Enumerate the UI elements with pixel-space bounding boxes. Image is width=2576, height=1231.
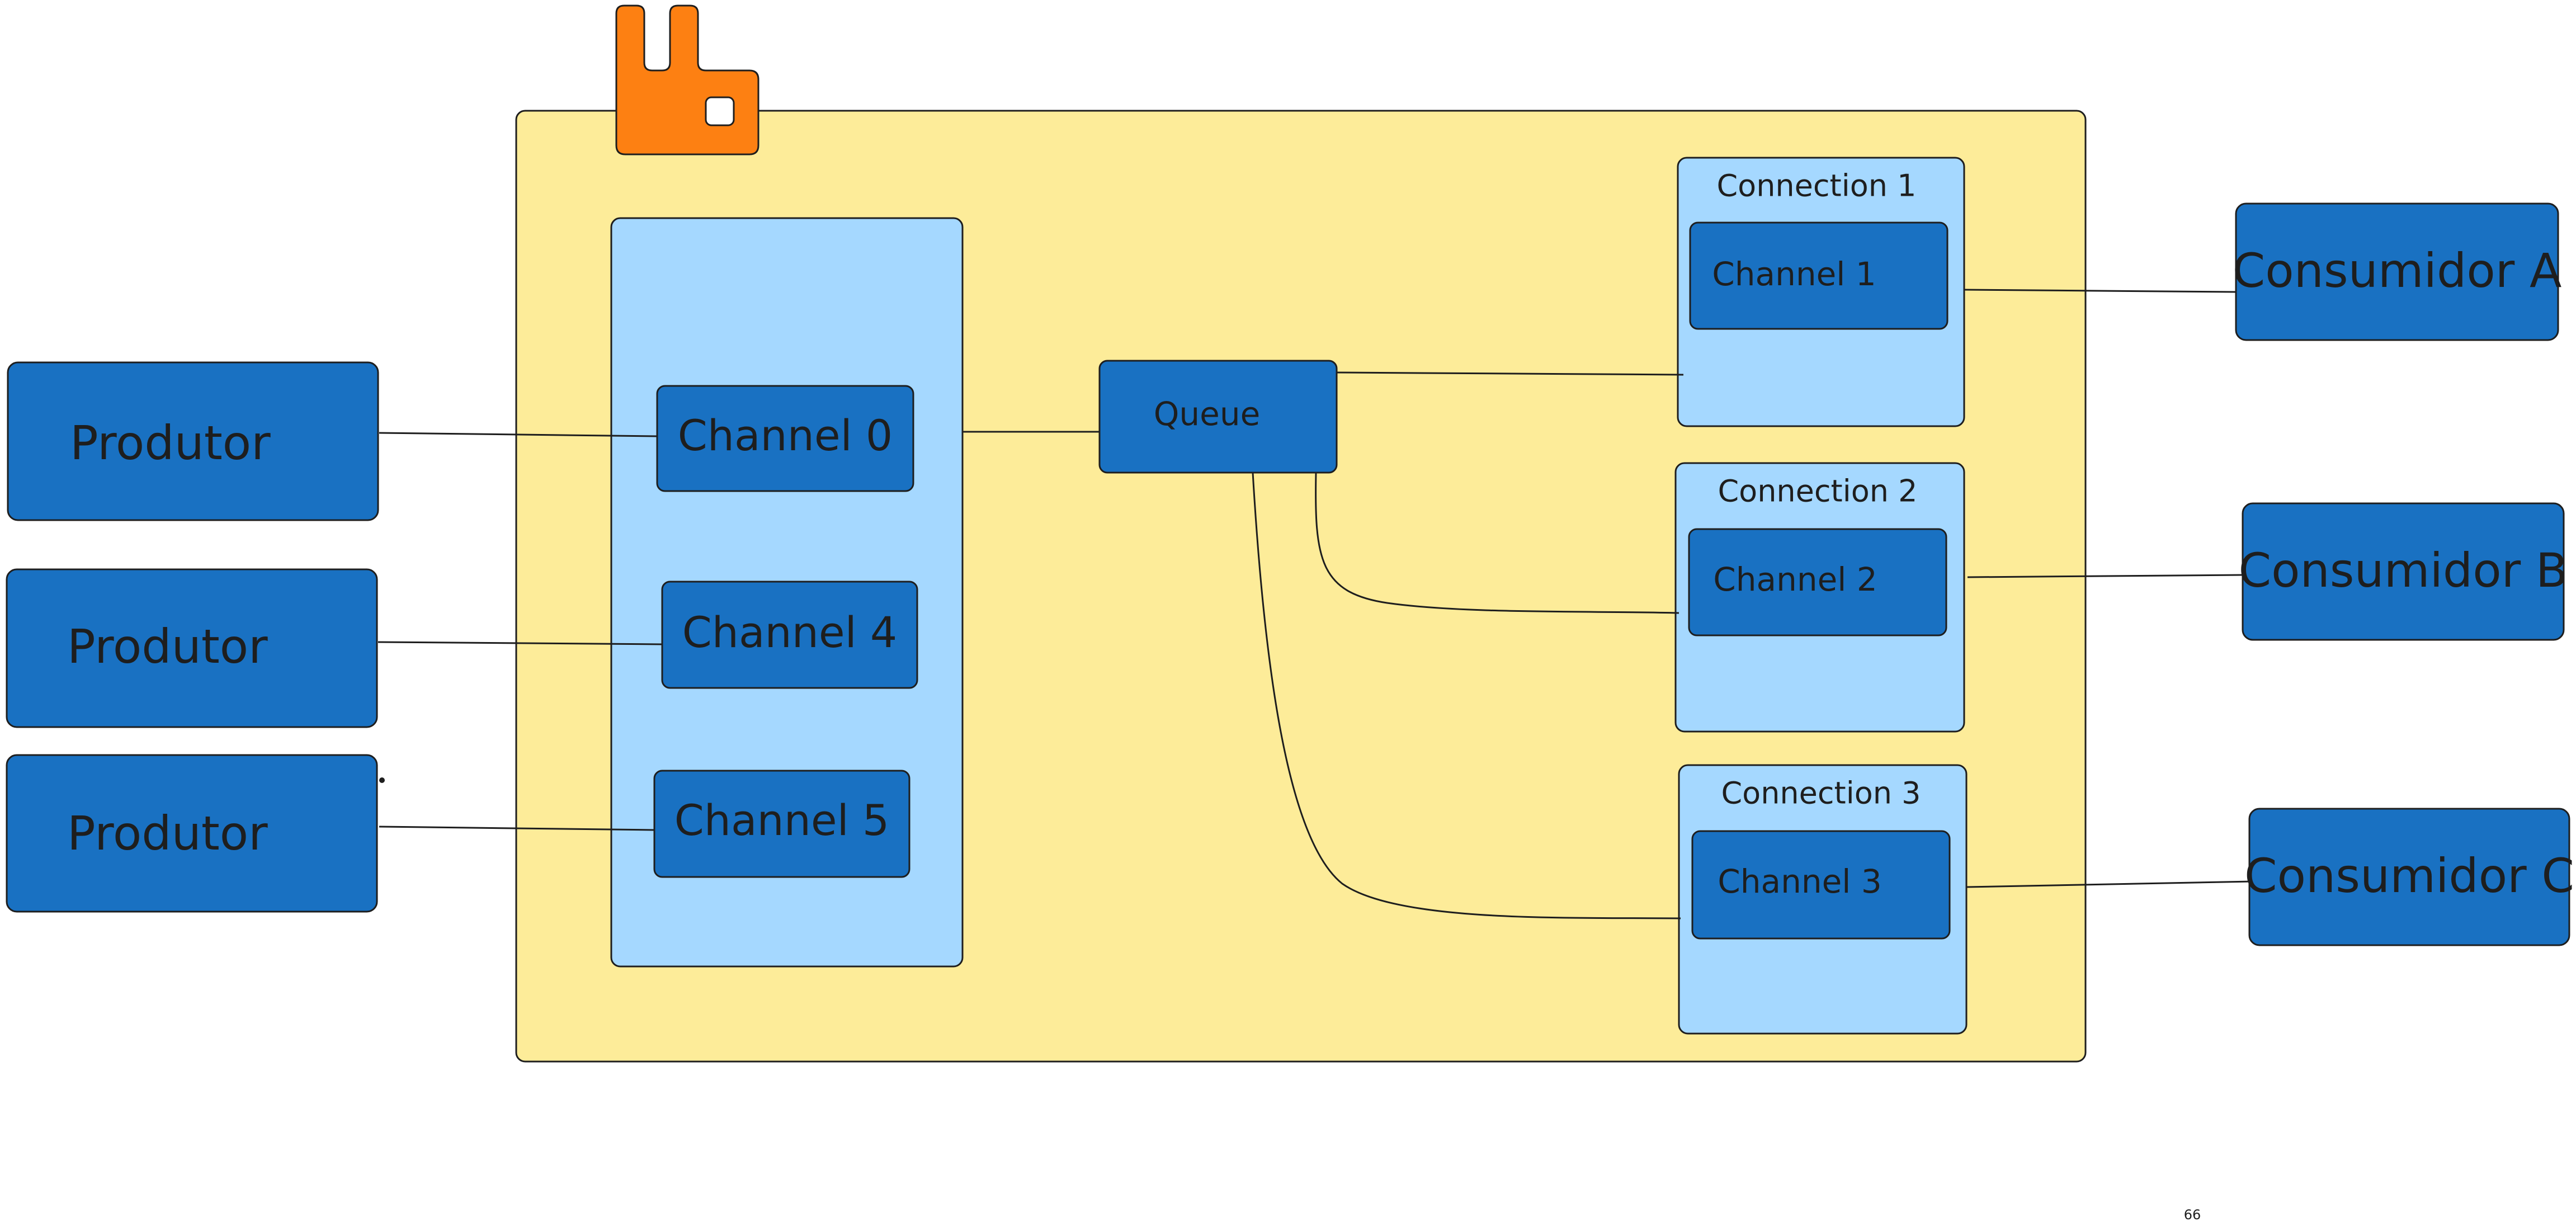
channel-box: Channel 5 [653, 770, 910, 878]
queue-box: Queue [1098, 360, 1338, 474]
channel-label: Channel 0 [678, 411, 893, 460]
link-producer3-channel5 [379, 826, 655, 831]
producer-box: Produtor [6, 754, 378, 913]
link-connection2-consumerB [1967, 574, 2243, 578]
producer-label: Produtor [70, 416, 271, 470]
channel-box: Channel 0 [656, 385, 914, 492]
producer-label: Produtor [67, 619, 268, 674]
channel-label: Channel 5 [674, 795, 890, 845]
link-producer2-channel4 [378, 641, 663, 645]
link-queue-connection2 [1315, 472, 1679, 614]
connection-channel-label: Channel 1 [1712, 255, 1876, 293]
link-connection1-consumerA [1964, 289, 2237, 293]
consumer-label: Consumidor C [2244, 848, 2574, 903]
connection-channel-label: Channel 2 [1713, 560, 1877, 598]
connection-channel-box: Channel 1 [1689, 221, 1948, 330]
channel-label: Channel 4 [682, 607, 898, 657]
producer-box: Produtor [6, 568, 378, 728]
link-producer1-channel0 [379, 432, 658, 437]
connection-channel-box: Channel 2 [1688, 528, 1947, 636]
connection-channel-box: Channel 3 [1691, 830, 1951, 940]
connector-lines [378, 289, 2253, 919]
consumer-box: Consumidor B [2238, 502, 2568, 641]
connection-title: Connection 2 [1718, 474, 1917, 509]
sketch-dot [379, 777, 385, 783]
connection-title: Connection 3 [1721, 776, 1921, 811]
consumer-label: Consumidor B [2238, 543, 2568, 598]
connection-title: Connection 1 [1716, 168, 1916, 204]
consumer-label: Consumidor A [2233, 243, 2562, 298]
rabbitmq-logo-icon [615, 4, 759, 155]
consumer-box: Consumidor A [2233, 202, 2562, 341]
link-connection3-consumerC [1966, 880, 2253, 888]
connection-channel-label: Channel 3 [1718, 862, 1881, 900]
producer-box: Produtor [7, 361, 379, 521]
consumer-box: Consumidor C [2244, 808, 2574, 946]
footer-mark: 66 [2184, 1207, 2201, 1223]
queue-label: Queue [1154, 395, 1261, 433]
producer-label: Produtor [67, 806, 268, 861]
channel-box: Channel 4 [661, 581, 918, 689]
link-queue-connection1 [1336, 371, 1684, 376]
link-queue-connection3 [1252, 472, 1681, 919]
